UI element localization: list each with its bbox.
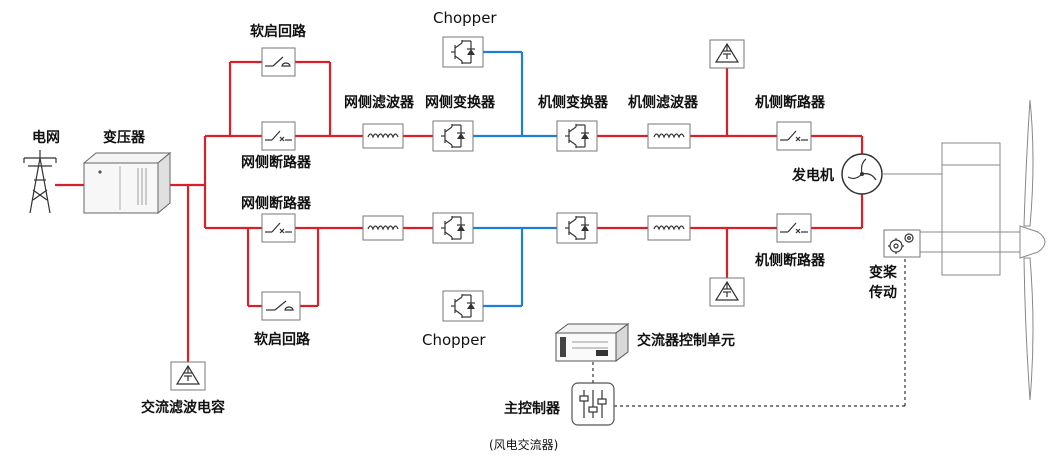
diagram-caption: (风电交流器) [489,437,558,452]
soft-start-top-label: 软启回路 [250,23,307,40]
machine-filter-top [647,123,691,149]
grid-breaker-bottom [261,213,296,243]
transformer-icon [82,151,172,215]
dc-link-lines [473,50,557,308]
chopper-bottom-igbt-icon [442,290,484,322]
capacitor-top-icon [709,39,745,69]
pitch-drive-label-line2: 传动 [868,284,897,301]
grid-label: 电网 [32,129,60,146]
generator-label: 发电机 [791,167,834,184]
machine-filter-label: 机侧滤波器 [628,94,699,111]
inductor-icon [653,133,685,139]
rack-unit-icon [554,323,630,362]
machine-filter-bottom [647,215,691,241]
chopper-top-igbt-icon [442,36,484,68]
chopper-top-label: Chopper [433,9,497,27]
main-controller-label: 主控制器 [504,400,561,417]
grid-breaker-top [261,121,296,151]
gear-icon [888,233,914,254]
transformer-label: 变压器 [103,129,146,146]
chopper-bottom-label: Chopper [422,331,486,349]
inductor-icon [367,225,399,231]
grid-filter-bottom [362,215,404,241]
switch-icon [266,300,294,311]
wind-turbine-icon [882,99,1046,401]
grid-converter-top-igbt-icon [432,120,474,152]
grid-filter-top [362,123,404,149]
main-controller [571,382,615,426]
grid-breaker-bottom-label: 网侧断路器 [241,195,312,212]
machine-breaker-top-label: 机侧断路器 [755,94,826,111]
breaker-icon [780,222,808,234]
breaker-icon [780,130,808,142]
converter-control-unit-label: 交流器控制单元 [637,332,735,349]
ac-filter-cap-label: 交流滤波电容 [141,399,225,416]
machine-converter-bottom-igbt-icon [556,212,598,244]
machine-converter-top-igbt-icon [556,120,598,152]
switch-icon [265,56,291,67]
grid-converter-bottom-igbt-icon [432,212,474,244]
grid-filter-label: 网侧滤波器 [344,94,415,111]
breaker-icon [265,222,292,234]
control-lines [592,257,906,407]
machine-breaker-top [776,121,812,151]
machine-breaker-bottom-label: 机侧断路器 [755,252,826,269]
pitch-drive [883,229,921,258]
machine-converter-label: 机侧变换器 [538,94,609,111]
inductor-icon [653,225,685,231]
controller-icon [579,390,607,418]
ac-filter-capacitor-icon [170,361,206,391]
capacitor-bottom-icon [709,277,745,307]
power-tower-icon [23,150,57,214]
soft-start-bottom-label: 软启回路 [254,331,311,348]
machine-breaker-bottom [776,213,812,243]
power-lines [55,60,864,362]
grid-breaker-top-label: 网侧断路器 [241,154,312,171]
inductor-icon [367,133,399,139]
soft-start-switch-top [261,47,296,77]
soft-start-switch-bottom [261,291,301,321]
pitch-drive-label-line1: 变桨 [869,264,898,281]
generator-icon [841,153,883,195]
grid-converter-label: 网侧变换器 [425,94,496,111]
breaker-icon [265,130,292,142]
